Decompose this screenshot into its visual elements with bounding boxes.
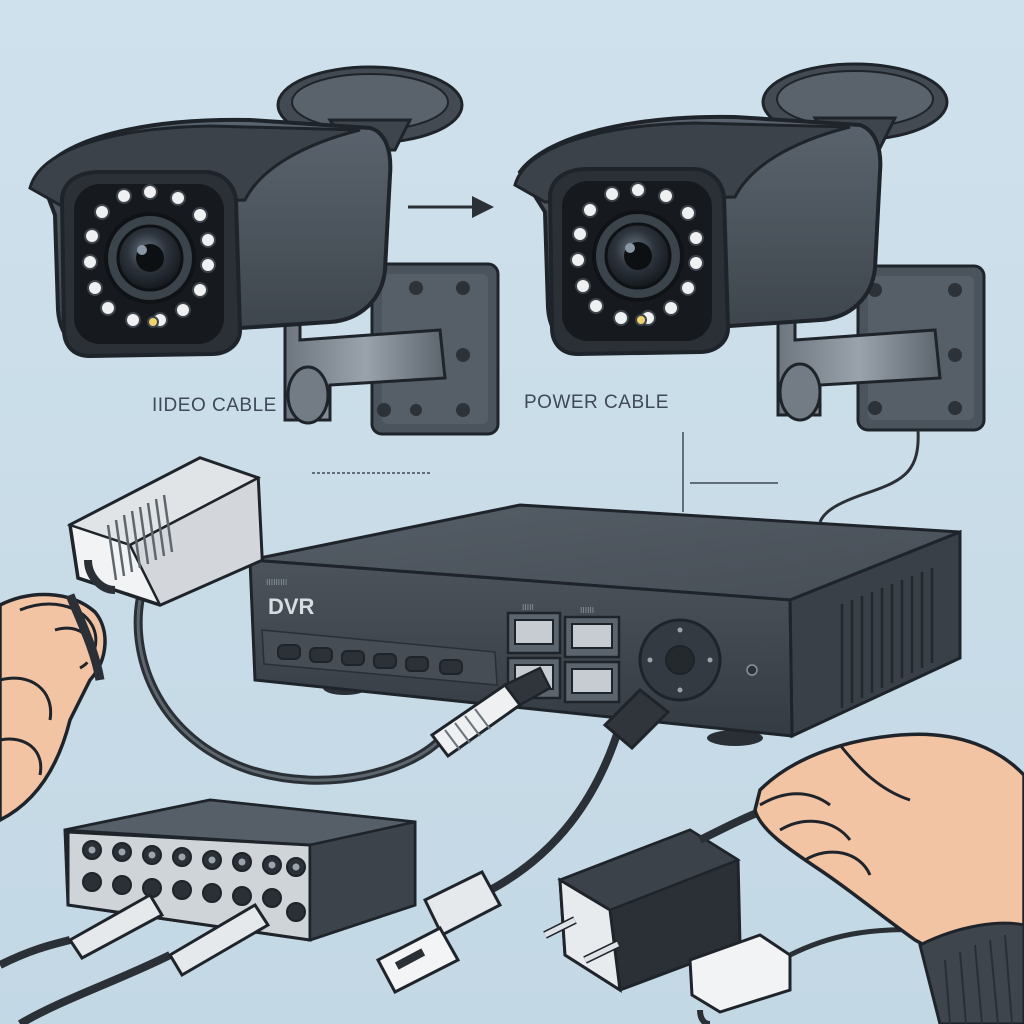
port-label-power: IIIIII [580,606,595,615]
right-arrow-icon [408,196,494,218]
left-camera [28,65,500,436]
port-label-video: IIIII [522,603,534,612]
dvr-video-port[interactable] [514,619,554,645]
dvr-power-port[interactable] [571,623,613,649]
dvr-label: DVR [268,594,315,619]
video-cable-label: IIDEO CABLE [152,395,277,416]
dvr-brand-label: IIIIIIIII [266,578,288,587]
dvr-button-2[interactable] [309,647,333,663]
dvr-button-1[interactable] [277,644,301,660]
dvr-button-4[interactable] [373,653,397,669]
power-cable-label: POWER CABLE [524,392,669,413]
right-hand [753,732,1024,1024]
usb-plug[interactable] [375,926,461,995]
dvr-power-led [746,664,758,676]
power-connector[interactable] [602,687,671,751]
left-hand [0,592,107,822]
right-camera-cable [818,429,920,523]
right-camera [513,62,986,523]
power-cable-assembly [375,687,921,1024]
dvr-recorder-icon [248,503,962,746]
dvr-button-6[interactable] [439,659,463,675]
power-cable [466,721,624,904]
switch-box [0,798,417,1024]
video-cable-assembly [66,456,552,785]
dvr-button-3[interactable] [341,650,365,666]
right-sleeve [918,921,1024,1024]
dvr-button-5[interactable] [405,656,429,672]
